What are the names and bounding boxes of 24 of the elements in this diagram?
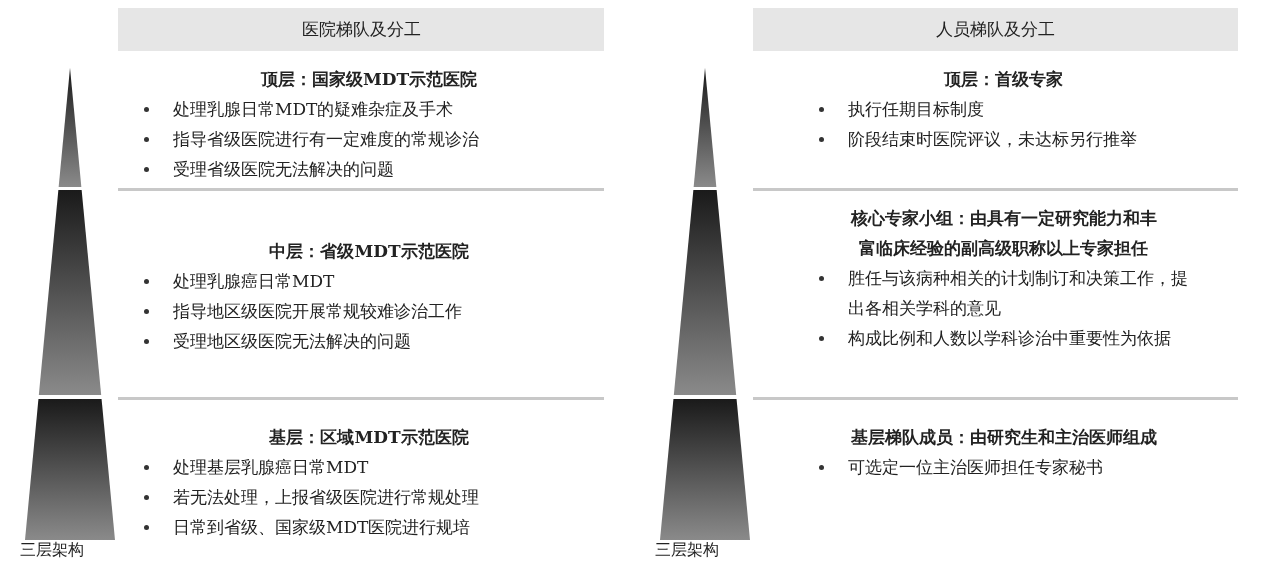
tier-heading: 中层：省级MDT示范医院 bbox=[268, 240, 470, 263]
bullet-text: 胜任与该病种相关的计划制订和决策工作，提出各相关学科的意见 bbox=[848, 267, 1188, 320]
bullet-text: 处理乳腺日常MDT的疑难杂症及手术 bbox=[173, 98, 454, 121]
bullet-text: 若无法处理，上报省级医院进行常规处理 bbox=[173, 486, 479, 509]
bullet-text: 指导省级医院进行有一定难度的常规诊治 bbox=[173, 128, 479, 151]
bullet-text: 执行任期目标制度 bbox=[848, 98, 984, 121]
header-band: 人员梯队及分工 bbox=[753, 8, 1238, 51]
bullet-text: 受理地区级医院无法解决的问题 bbox=[173, 330, 411, 353]
tier-heading: 基层梯队成员：由研究生和主治医师组成 bbox=[849, 426, 1158, 449]
tier-heading: 顶层：国家级MDT示范医院 bbox=[259, 68, 479, 91]
bullet-text: 处理基层乳腺癌日常MDT bbox=[173, 456, 369, 479]
bullet-text: 指导地区级医院开展常规较难诊治工作 bbox=[173, 300, 462, 323]
tier-heading: 基层：区域MDT示范医院 bbox=[268, 426, 470, 449]
tier-heading: 核心专家小组：由具有一定研究能力和丰富临床经验的副高级职称以上专家担任 bbox=[849, 207, 1158, 260]
pyramid-caption: 三层架构 bbox=[20, 540, 84, 560]
bullet-text: 可选定一位主治医师担任专家秘书 bbox=[848, 456, 1103, 479]
tier-heading: 顶层：首级专家 bbox=[942, 68, 1064, 91]
bullet-text: 构成比例和人数以学科诊治中重要性为依据 bbox=[848, 327, 1171, 350]
bullet-text: 日常到省级、国家级MDT医院进行规培 bbox=[173, 516, 471, 539]
header-band: 医院梯队及分工 bbox=[118, 8, 604, 51]
bullet-text: 阶段结束时医院评议，未达标另行推举 bbox=[848, 128, 1137, 151]
bullet-text: 受理省级医院无法解决的问题 bbox=[173, 158, 394, 181]
pyramid-caption: 三层架构 bbox=[655, 540, 719, 560]
bullet-text: 处理乳腺癌日常MDT bbox=[173, 270, 335, 293]
